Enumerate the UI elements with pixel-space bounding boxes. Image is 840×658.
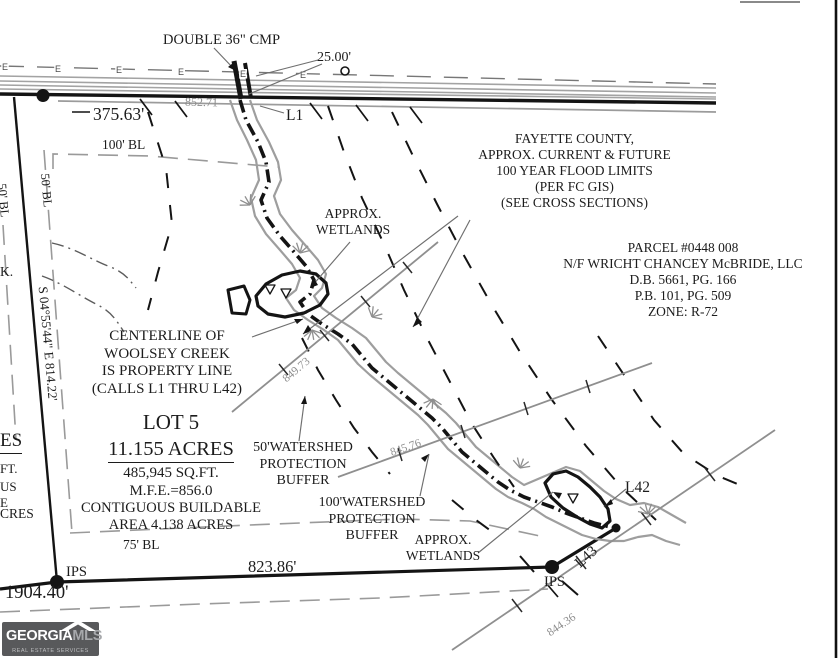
lot-summary: LOT 5 11.155 ACRES 485,945 SQ.FT. M.F.E.… xyxy=(76,410,266,535)
lot-contiguous-2: AREA 4.138 ACRES xyxy=(108,517,234,534)
right-of-way-line xyxy=(0,92,717,105)
cross-section-line-852 xyxy=(57,100,717,113)
woolsey-creek xyxy=(228,99,687,547)
bl-75-buffer-line xyxy=(69,518,541,537)
electric-line-marker: E xyxy=(240,69,246,79)
west-boundary-line xyxy=(12,96,59,583)
culvert-pipe xyxy=(243,62,253,99)
building-line-100-label: 100' BL xyxy=(102,137,146,152)
dimension-823ft: 823.86' xyxy=(248,557,297,576)
wetland-area-upper xyxy=(254,269,330,319)
creek-bank-east xyxy=(248,99,687,524)
edge-clipped-acres-2: CRES xyxy=(0,506,34,521)
parcel-note: PARCEL #0448 008 N/F WRICHT CHANCEY McBR… xyxy=(563,240,803,319)
edge-clipped-sqft: FT. xyxy=(0,461,18,476)
wetland-area-lower xyxy=(543,469,612,530)
electric-line-marker: E xyxy=(116,65,122,75)
lot-name: LOT 5 xyxy=(142,410,200,434)
flood-limit-dashes xyxy=(519,555,579,596)
bl-50-line xyxy=(43,149,73,534)
edge-clipped-acres: ES xyxy=(0,430,23,455)
logo-georgia-text: GEORGIA xyxy=(6,628,73,644)
culvert-pipe xyxy=(231,60,244,100)
dimension-375ft: 375.63' xyxy=(93,104,145,124)
property-boundary xyxy=(0,96,621,591)
flood-limits-note: FAYETTE COUNTY, APPROX. CURRENT & FUTURE… xyxy=(478,131,671,210)
edge-clipped-text: US xyxy=(0,479,17,494)
watershed-buffer-50-note: 50'WATERSHED PROTECTION BUFFER xyxy=(253,440,353,489)
edge-clipped-text: E xyxy=(0,495,8,510)
electric-line-marker: E xyxy=(300,70,306,80)
logo-tagline: REAL ESTATE SERVICES xyxy=(12,648,89,654)
sheet-border xyxy=(740,0,838,658)
watershed-buffer-100-note: 100'WATERSHED PROTECTION BUFFER xyxy=(318,495,426,544)
leader-lines xyxy=(213,47,627,554)
logo-mls-text: MLS xyxy=(72,628,103,644)
cross-section-ticks xyxy=(278,261,716,613)
south-buffer-line xyxy=(0,588,549,613)
ips-label-right: IPS xyxy=(544,574,565,590)
dimension-1904ft: 1904.40' xyxy=(5,583,69,603)
setback-lines xyxy=(0,149,549,613)
electric-line-marker: E xyxy=(2,62,8,72)
lot-mfe: M.F.E.=856.0 xyxy=(129,482,213,499)
ips-dot-right xyxy=(545,560,559,574)
road-band: E E E E E E xyxy=(0,60,717,124)
cross-section-lines xyxy=(231,241,776,651)
creek-centerline xyxy=(238,99,617,530)
wetlands-note-lower: APPROX. WETLANDS xyxy=(405,532,481,563)
logo-roof-icon xyxy=(60,620,96,631)
electric-line-marker: E xyxy=(55,64,61,74)
adjacent-bl-line xyxy=(2,224,17,441)
ips-dot-left xyxy=(50,575,64,589)
dimension-25ft: 25.00' xyxy=(317,50,352,65)
line-label-l1: L1 xyxy=(286,107,304,124)
creek-bank-west xyxy=(228,99,681,547)
wetlands-note-upper: APPROX. WETLANDS xyxy=(315,206,391,237)
elevation-852: 852.71 xyxy=(184,94,219,110)
ips-label-left: IPS xyxy=(66,564,87,580)
monument-dot xyxy=(36,89,50,102)
point-marker-25 xyxy=(340,66,350,76)
wetland-area-upper-small xyxy=(226,284,252,316)
flood-limit-lines xyxy=(147,105,753,537)
leader-arrowheads xyxy=(228,63,613,507)
wetland-outlines xyxy=(226,269,612,530)
edge-clipped-text: K. xyxy=(0,264,14,279)
lot-contiguous-1: CONTIGUOUS BUILDABLE xyxy=(80,500,262,517)
culvert-label: DOUBLE 36" CMP xyxy=(163,32,281,48)
line-label-l42: L42 xyxy=(625,479,650,496)
creek-centerline-note: CENTERLINE OF WOOLSEY CREEK IS PROPERTY … xyxy=(91,328,243,398)
contour-lines xyxy=(41,242,137,333)
wetland-triangle-symbol xyxy=(264,284,579,504)
l43-line xyxy=(551,526,617,569)
lot-square-feet: 485,945 SQ.FT. xyxy=(123,464,219,481)
lot-acreage: 11.155 ACRES xyxy=(108,437,234,463)
georgia-mls-logo: GEORGIAMLS REAL ESTATE SERVICES xyxy=(2,620,103,656)
electric-line-marker: E xyxy=(178,67,184,77)
building-line-75-label: 75' BL xyxy=(123,537,160,552)
bl-100-line xyxy=(52,153,279,169)
